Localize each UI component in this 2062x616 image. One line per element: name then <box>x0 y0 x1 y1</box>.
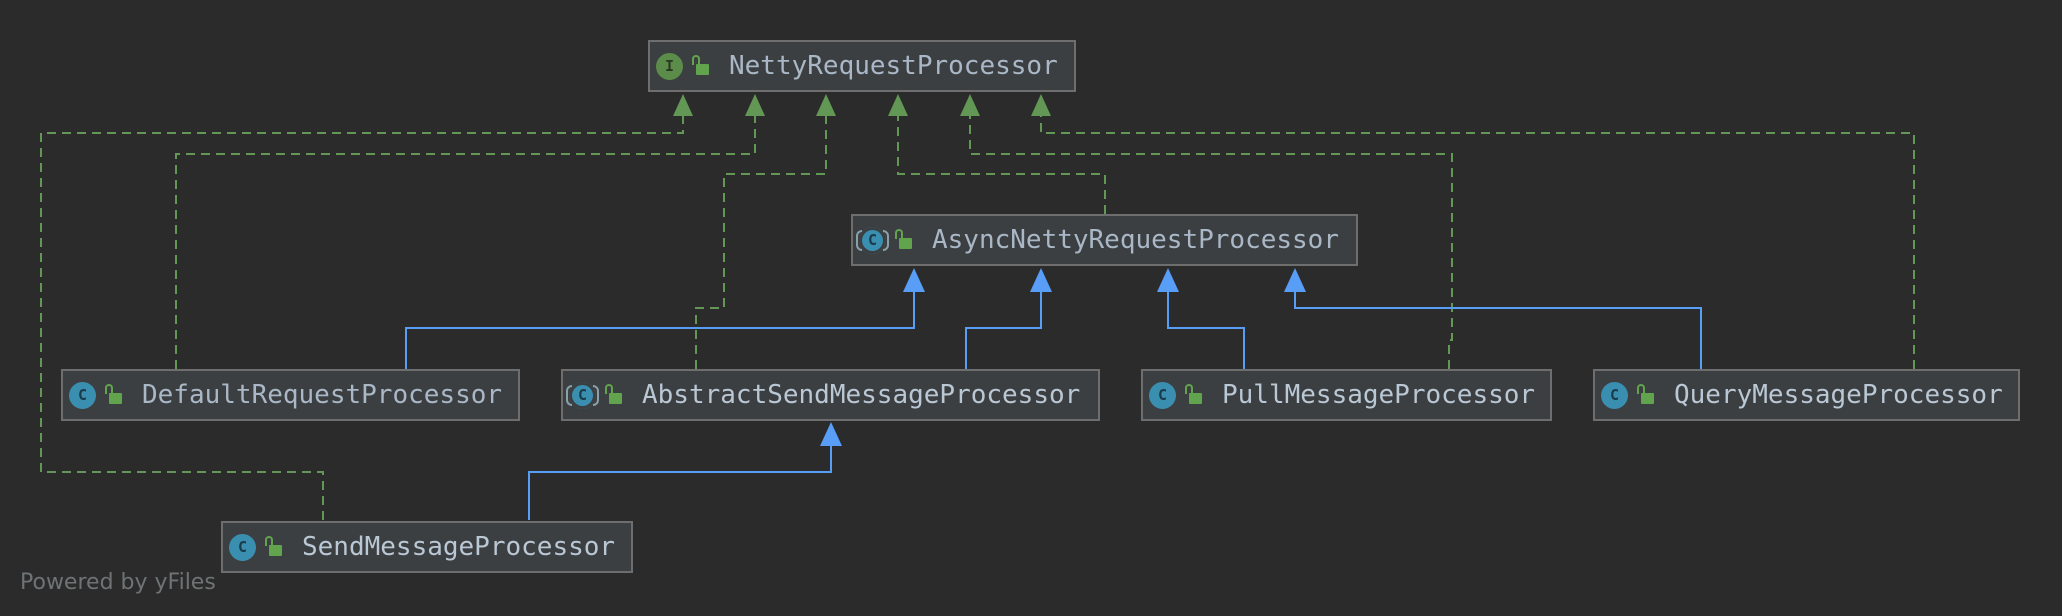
edge-pull-message-implements <box>969 114 1453 369</box>
unlock-icon <box>604 382 624 408</box>
node-abstract-send-message-processor[interactable]: C AbstractSendMessageProcessor <box>561 369 1100 421</box>
implements-arrowhead <box>1031 94 1051 116</box>
class-icon: C <box>69 381 96 409</box>
abstract-class-icon: C <box>856 226 889 254</box>
extends-arrowhead <box>1284 268 1306 292</box>
edge-async-netty-implements <box>897 114 1106 214</box>
node-label: NettyRequestProcessor <box>729 51 1058 81</box>
extends-arrowhead <box>1157 268 1179 292</box>
node-netty-request-processor[interactable]: I NettyRequestProcessor <box>648 40 1076 92</box>
node-label: DefaultRequestProcessor <box>142 380 503 410</box>
edge-send-message-implements <box>40 114 684 520</box>
edge-send-message-extends <box>528 444 832 520</box>
node-label: AbstractSendMessageProcessor <box>642 380 1081 410</box>
edge-query-message-extends <box>1294 290 1702 369</box>
implements-arrowhead <box>960 94 980 116</box>
class-icon: C <box>1149 381 1176 409</box>
extends-arrowhead <box>903 268 925 292</box>
node-send-message-processor[interactable]: C SendMessageProcessor <box>221 521 633 573</box>
watermark-text: Powered by yFiles <box>20 570 216 595</box>
edge-default-request-extends <box>405 290 915 369</box>
implements-arrowhead <box>816 94 836 116</box>
implements-arrowhead <box>745 94 765 116</box>
class-icon: C <box>229 533 256 561</box>
node-query-message-processor[interactable]: C QueryMessageProcessor <box>1593 369 2020 421</box>
unlock-icon <box>691 53 711 79</box>
edge-default-request-implements <box>175 114 756 369</box>
node-label: PullMessageProcessor <box>1222 380 1536 410</box>
extends-arrowhead <box>1030 268 1052 292</box>
implements-arrowheads <box>673 94 1051 116</box>
node-default-request-processor[interactable]: C DefaultRequestProcessor <box>61 369 520 421</box>
node-label: AsyncNettyRequestProcessor <box>932 225 1339 255</box>
unlock-icon <box>104 382 124 408</box>
edge-query-message-implements <box>1040 114 1915 369</box>
node-pull-message-processor[interactable]: C PullMessageProcessor <box>1141 369 1552 421</box>
edge-pull-message-extends <box>1167 290 1245 369</box>
unlock-icon <box>1184 382 1204 408</box>
unlock-icon <box>264 534 284 560</box>
implements-arrowhead <box>673 94 693 116</box>
implements-edges <box>40 114 1915 520</box>
class-icon: C <box>1601 381 1628 409</box>
abstract-class-icon: C <box>566 381 599 409</box>
unlock-icon <box>894 227 914 253</box>
edge-abstract-send-implements <box>695 114 827 369</box>
extends-arrowheads <box>820 268 1306 446</box>
node-label: QueryMessageProcessor <box>1674 380 2003 410</box>
implements-arrowhead <box>888 94 908 116</box>
edge-abstract-send-extends <box>965 290 1042 369</box>
unlock-icon <box>1636 382 1656 408</box>
interface-icon: I <box>656 52 683 80</box>
extends-arrowhead <box>820 422 842 446</box>
node-label: SendMessageProcessor <box>302 532 616 562</box>
extends-edges <box>405 290 1702 520</box>
node-async-netty-request-processor[interactable]: C AsyncNettyRequestProcessor <box>851 214 1358 266</box>
